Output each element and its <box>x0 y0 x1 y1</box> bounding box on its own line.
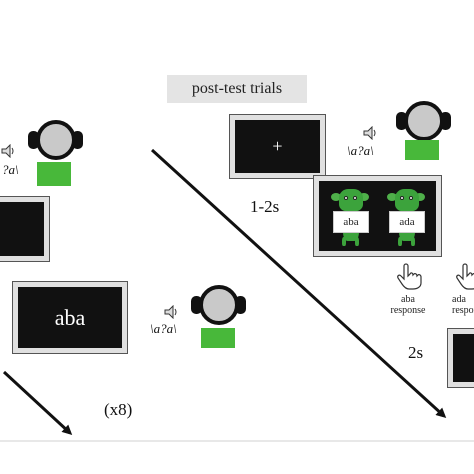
avatar-body <box>37 162 71 186</box>
headphones-icon <box>396 112 407 130</box>
response-label-left: aba response <box>390 294 426 316</box>
headphones-icon <box>28 131 39 149</box>
speaker-icon <box>363 126 376 140</box>
fixation-cross: + <box>272 136 283 156</box>
avatar-head <box>36 120 76 160</box>
speaker-icon <box>164 305 177 319</box>
training-screen-blank <box>0 196 50 262</box>
speaker-icon <box>1 144 14 158</box>
ipa-label-top-left: ?a\ <box>2 162 19 177</box>
choice-card-right: ada <box>389 211 425 233</box>
ipa-label-bottom: \a?a\ <box>150 321 177 336</box>
headphones-icon <box>191 296 202 314</box>
left-timeline-arrow <box>2 370 73 436</box>
avatar-body <box>405 140 439 160</box>
hand-pointer-icon <box>456 263 474 290</box>
feedback-screen <box>447 328 474 388</box>
avatar-head <box>404 101 444 141</box>
choice-card-left: aba <box>333 211 369 233</box>
choice-screen: aba ada <box>313 175 442 257</box>
delay-label-1: 1-2s <box>250 197 280 216</box>
response-label-right: ada response <box>452 294 474 316</box>
right-timeline-arrow <box>150 148 447 419</box>
post-test-badge: post-test trials <box>167 75 307 103</box>
hand-pointer-icon <box>397 263 422 290</box>
ipa-label-right: \a?a\ <box>347 143 374 158</box>
avatar-body <box>201 328 235 348</box>
avatar-head <box>199 285 239 325</box>
fixation-screen: + <box>229 114 326 179</box>
delay-label-2: 2s <box>408 343 424 362</box>
training-word: aba <box>54 304 86 330</box>
training-word-screen: aba <box>12 281 128 354</box>
repeat-count: (x8) <box>104 400 133 419</box>
